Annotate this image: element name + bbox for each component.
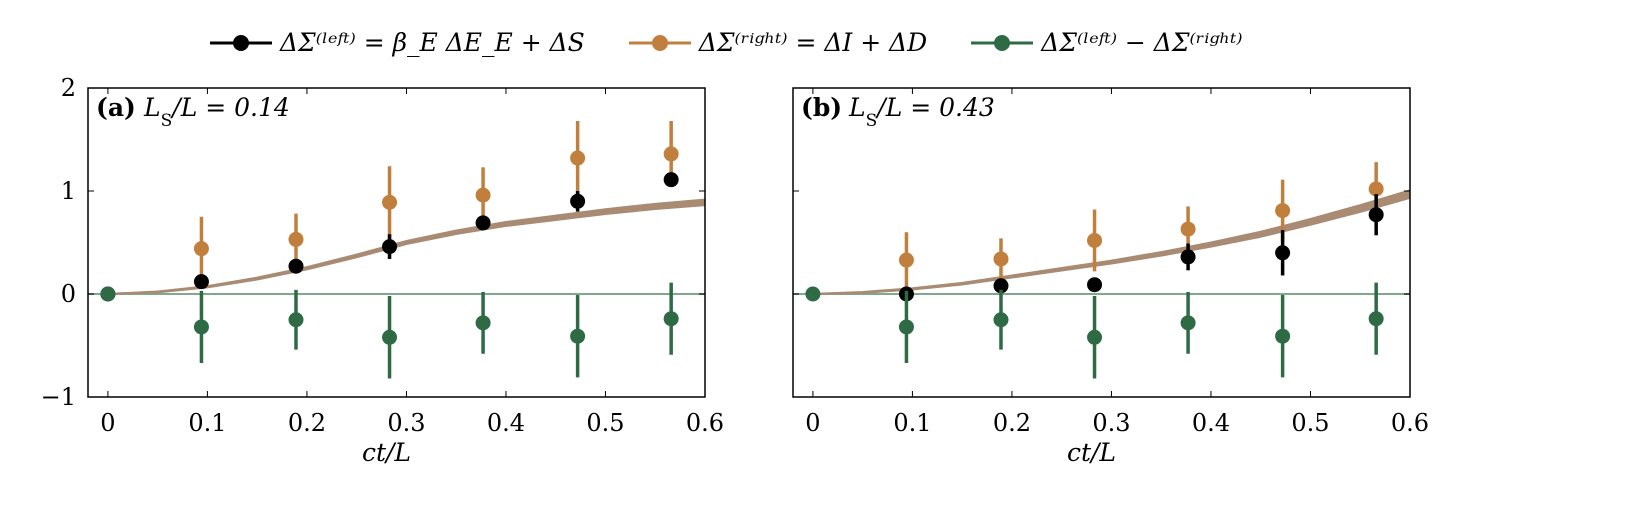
panel-b-title: LS/L = 0.43 xyxy=(848,93,995,131)
panel-b-xtick-label-5: 0.5 xyxy=(1291,409,1329,437)
panel-a-left-point-4 xyxy=(475,215,491,231)
panel-a-diff-point-5 xyxy=(570,328,586,344)
panel-a-left-point-6 xyxy=(663,172,679,188)
panel-b-diff-point-4 xyxy=(1180,315,1196,331)
panel-a-diff-point-0 xyxy=(100,286,116,302)
legend-swatch-right xyxy=(628,34,691,51)
panel-a-left-point-3 xyxy=(382,239,398,255)
panel-b-diff-point-0 xyxy=(805,286,821,302)
panel-b-xtick-label-2: 0.2 xyxy=(993,409,1031,437)
panel-a-xtick-label-6: 0.6 xyxy=(686,409,724,437)
panel-b-diff-point-3 xyxy=(1087,329,1103,345)
legend-swatch-left xyxy=(210,34,272,51)
panel-a-xlabel: ct/L xyxy=(362,438,411,467)
panel-b-diff-point-2 xyxy=(993,312,1009,328)
panel-a-diff-point-6 xyxy=(663,311,679,327)
panel-a-title: LS/L = 0.14 xyxy=(143,93,290,131)
panel-b-left-point-5 xyxy=(1368,207,1384,223)
panel-a-diff-point-3 xyxy=(382,329,398,345)
panel-b-left-point-1 xyxy=(993,278,1009,294)
panel-a-right-point-1 xyxy=(288,231,304,247)
panel-b-right-point-2 xyxy=(1087,232,1103,248)
panel-b-xtick-label-0: 0 xyxy=(805,409,820,437)
panel-a-ytick-label-0: −1 xyxy=(41,383,76,411)
legend-label-diff: ΔΣ⁽ˡᵉᶠᵗ⁾ − ΔΣ⁽ʳⁱᵍʰᵗ⁾ xyxy=(1041,28,1243,57)
panel-a-xtick-label-2: 0.2 xyxy=(288,409,326,437)
panel-b-panel-label: (b) xyxy=(801,93,842,122)
panel-a-xtick-label-0: 0 xyxy=(100,409,115,437)
panel-a-right-point-4 xyxy=(570,150,586,166)
panel-b-left-point-2 xyxy=(1087,277,1103,293)
legend: ΔΣ⁽ˡᵉᶠᵗ⁾ = β_E ΔE_E + ΔS ΔΣ⁽ʳⁱᵍʰᵗ⁾ = ΔI … xyxy=(210,28,1243,57)
panel-b-diff-point-5 xyxy=(1275,328,1291,344)
panel-a-left-point-2 xyxy=(288,258,304,274)
panel-a-diff-point-4 xyxy=(475,315,491,331)
panel-a-diff-point-1 xyxy=(193,319,209,335)
panel-b-right-point-0 xyxy=(898,252,914,268)
panel-a-xtick-label-5: 0.5 xyxy=(586,409,624,437)
panel-b-right-point-3 xyxy=(1180,221,1196,237)
panel-b-xtick-label-3: 0.3 xyxy=(1092,409,1130,437)
legend-label-left: ΔΣ⁽ˡᵉᶠᵗ⁾ = β_E ΔE_E + ΔS xyxy=(280,28,585,57)
panel-a-left-point-5 xyxy=(570,193,586,209)
panel-a-right-point-2 xyxy=(382,194,398,210)
panel-b-theory-band xyxy=(812,189,1411,296)
panel-a-ytick-label-1: 0 xyxy=(61,280,76,308)
panel-b-right-point-4 xyxy=(1275,203,1291,219)
panel-b-diff-point-6 xyxy=(1368,311,1384,327)
panel-b-right-point-1 xyxy=(993,251,1009,267)
legend-swatch-diff xyxy=(971,34,1034,51)
panel-b-frame xyxy=(792,87,1411,398)
panel-a-frame xyxy=(87,87,706,398)
panel-b-left-point-4 xyxy=(1275,245,1291,261)
panel-b-xtick-label-4: 0.4 xyxy=(1192,409,1230,437)
panel-a-diff-point-2 xyxy=(288,312,304,328)
legend-item-right: ΔΣ⁽ʳⁱᵍʰᵗ⁾ = ΔI + ΔD xyxy=(628,28,928,57)
panel-a-right-point-5 xyxy=(663,146,679,162)
panel-b-xlabel: ct/L xyxy=(1067,438,1116,467)
panel-a-right-point-3 xyxy=(475,187,491,203)
panel-b-left-point-3 xyxy=(1180,249,1196,265)
legend-label-right: ΔΣ⁽ʳⁱᵍʰᵗ⁾ = ΔI + ΔD xyxy=(698,28,928,57)
panel-a-xtick-label-1: 0.1 xyxy=(188,409,226,437)
panel-b-right-point-5 xyxy=(1368,181,1384,197)
panel-a-panel-label: (a) xyxy=(96,93,136,122)
panel-b-diff-point-1 xyxy=(898,319,914,335)
legend-item-left: ΔΣ⁽ˡᵉᶠᵗ⁾ = β_E ΔE_E + ΔS xyxy=(210,28,585,57)
legend-item-diff: ΔΣ⁽ˡᵉᶠᵗ⁾ − ΔΣ⁽ʳⁱᵍʰᵗ⁾ xyxy=(971,28,1243,57)
panel-b-xtick-label-6: 0.6 xyxy=(1391,409,1429,437)
panel-a-ytick-label-3: 2 xyxy=(61,74,76,102)
panel-a-xtick-label-4: 0.4 xyxy=(487,409,525,437)
panel-a-left-point-1 xyxy=(193,274,209,290)
panel-b-xtick-label-1: 0.1 xyxy=(893,409,931,437)
panel-a-xtick-label-3: 0.3 xyxy=(387,409,425,437)
panel-a-right-point-0 xyxy=(193,241,209,257)
panel-a-ytick-label-2: 1 xyxy=(61,177,76,205)
